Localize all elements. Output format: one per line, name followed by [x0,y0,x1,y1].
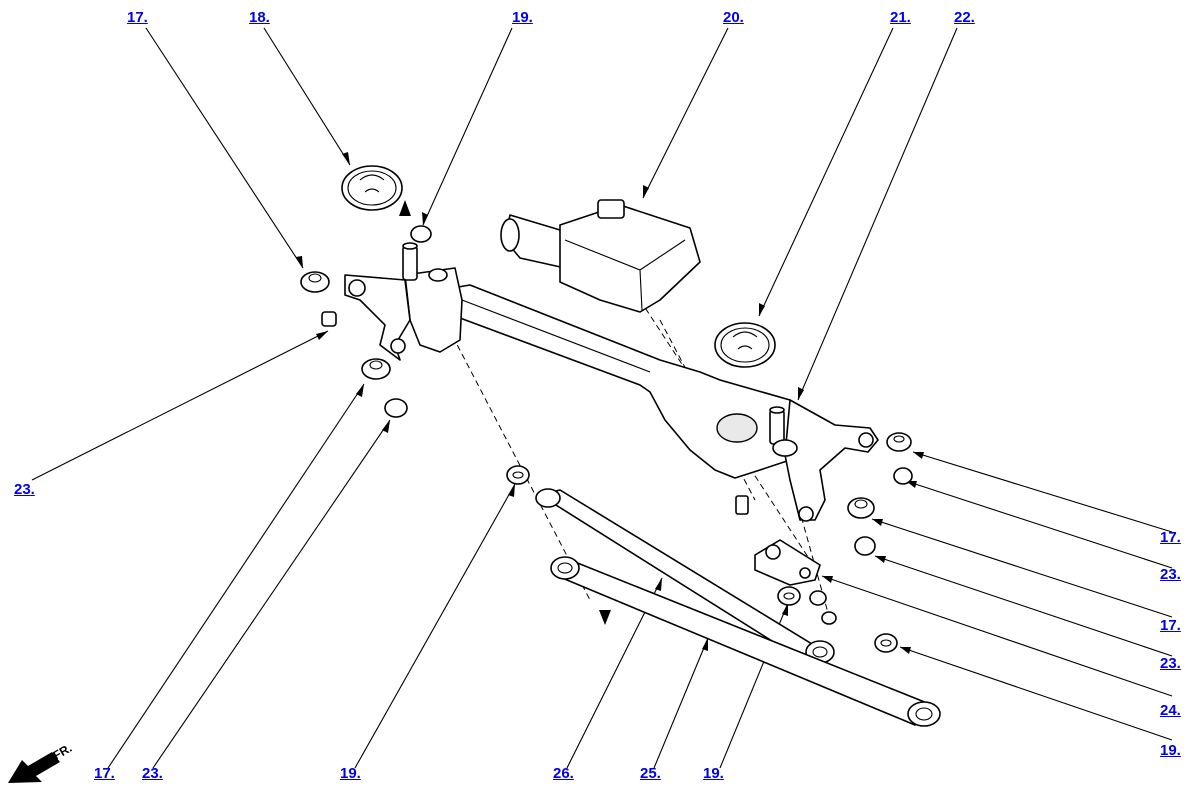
callout-19[interactable]: 19. [703,765,724,782]
callout-17[interactable]: 17. [1160,617,1181,634]
callout-18[interactable]: 18. [249,9,270,26]
callout-23[interactable]: 23. [1160,655,1181,672]
pivot-covers [341,165,776,368]
callout-17[interactable]: 17. [94,765,115,782]
callout-21[interactable]: 21. [890,9,911,26]
leader-lines [31,27,1173,769]
callout-26[interactable]: 26. [553,765,574,782]
callout-20[interactable]: 20. [723,9,744,26]
callout-19[interactable]: 19. [512,9,533,26]
callout-23[interactable]: 23. [1160,566,1181,583]
front-direction-arrow: FR. [8,741,74,783]
callout-23[interactable]: 23. [14,481,35,498]
callout-17[interactable]: 17. [127,9,148,26]
callout-19[interactable]: 19. [1160,742,1181,759]
callout-22[interactable]: 22. [954,9,975,26]
callout-19[interactable]: 19. [340,765,361,782]
wiper-frame [344,242,879,522]
callout-17[interactable]: 17. [1160,529,1181,546]
wiper-motor [500,199,701,313]
bushes [300,225,913,653]
linkage-rods [535,488,941,727]
callout-24[interactable]: 24. [1160,702,1181,719]
callout-23[interactable]: 23. [142,765,163,782]
assembly-arrows [399,200,611,625]
callout-25[interactable]: 25. [640,765,661,782]
motor-crank [754,539,821,586]
